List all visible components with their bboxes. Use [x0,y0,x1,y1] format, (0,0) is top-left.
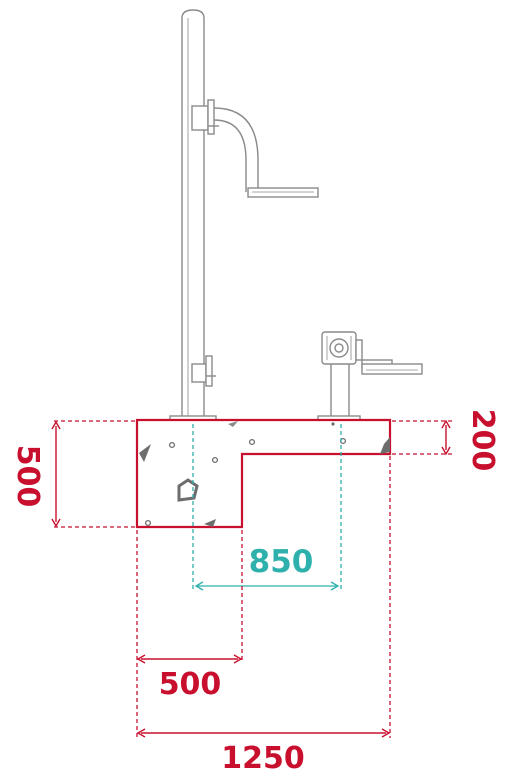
tall-post-equipment [169,9,319,421]
post-spacing-label: 850 [249,544,314,580]
width-step-arrow-right [233,654,243,664]
height-step-dimension [441,419,451,456]
height-step-arrow-bottom [441,446,451,456]
height-total-arrow-top [51,420,61,430]
width-total-label: 1250 [221,741,305,776]
pivot-cap [355,339,363,361]
lower-seat [361,363,423,375]
red-extension-lines [54,420,452,738]
post-spacing-dimension [192,424,342,592]
curved-arm [213,107,259,192]
height-total-arrow-bottom [51,518,61,528]
height-total-dimension [51,420,61,528]
foundation-fleck-1 [139,444,151,462]
height-step-arrow-top [441,419,451,429]
short-post-shaft [330,359,350,421]
upper-bracket [191,105,209,131]
short-post-equipment [317,331,423,421]
foundation-dot-1 [168,441,176,449]
foundation-pebble [177,478,199,502]
post-spacing-arrow-right [330,581,340,591]
foundation-dot-6 [331,422,335,426]
width-total-arrow-right [381,728,391,738]
width-total-dimension [136,728,391,738]
width-total-arrow-left [136,728,146,738]
upper-pedal [247,187,319,198]
upper-bracket-plate [207,99,215,135]
lower-bracket-plate [205,355,213,387]
foundation-fleck-2 [380,437,390,454]
pivot-hub [329,338,349,358]
foundation-outline [135,418,392,529]
lower-bracket [191,363,207,383]
foundation-dot-5 [144,519,152,527]
post-spacing-arrow-left [194,581,204,591]
height-total-label: 500 [10,445,45,508]
width-step-label: 500 [159,667,222,702]
height-step-label: 200 [465,409,500,472]
pivot-hub-inner [334,343,344,353]
width-step-dimension [136,654,243,664]
tall-post-shaft [181,9,205,420]
foundation-fleck-3 [204,519,216,527]
width-step-arrow-left [136,654,146,664]
foundation-dot-3 [211,456,219,464]
foundation-dot-2 [248,438,256,446]
foundation-fleck-4 [228,421,238,427]
concrete-foundation [135,418,392,529]
